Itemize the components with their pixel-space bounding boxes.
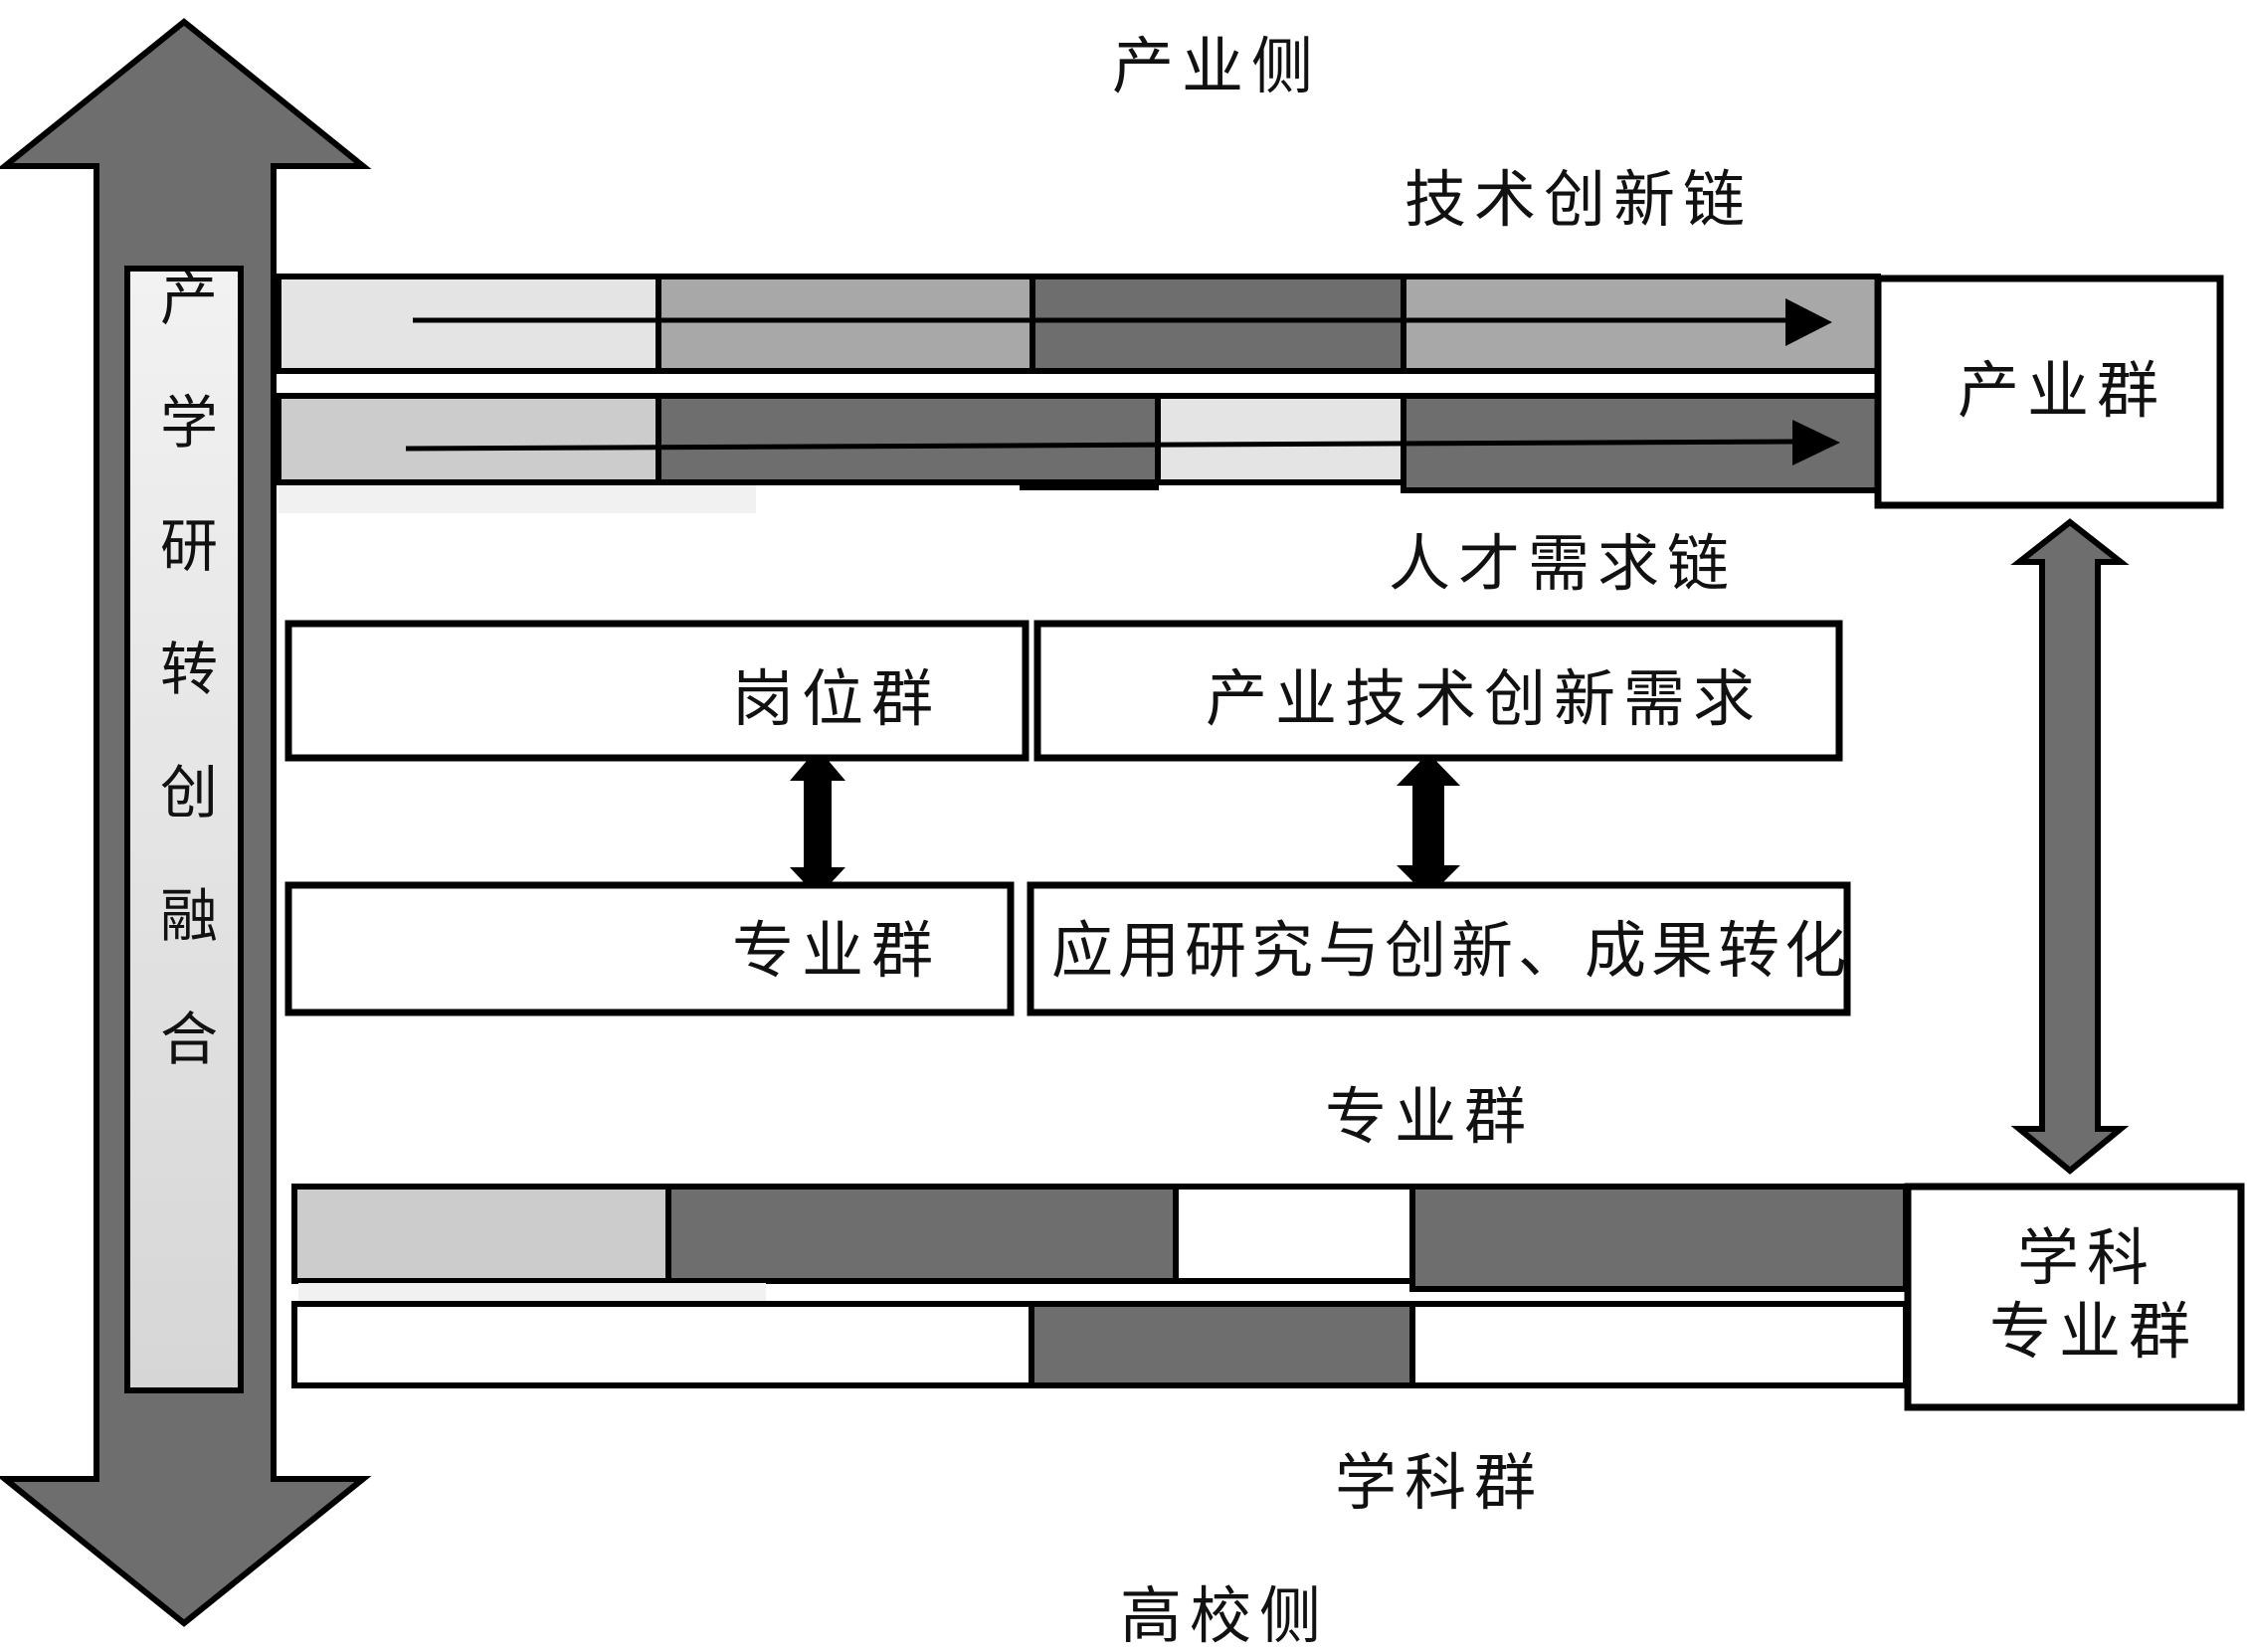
specialty-cluster-label: 专业群 bbox=[732, 914, 942, 987]
tech-chain-row1-seg3 bbox=[1030, 274, 1406, 374]
tech-demand-box bbox=[1033, 620, 1843, 762]
job-specialty-double-arrow bbox=[790, 748, 845, 897]
tech-chain-row1-seg1 bbox=[276, 274, 661, 374]
talent-chain-row2-seg1 bbox=[276, 393, 661, 485]
discipline-band-seg1 bbox=[291, 1301, 1034, 1388]
talent-chain-arrowhead bbox=[1792, 420, 1840, 465]
discipline-cluster-box bbox=[1904, 1183, 2245, 1411]
industry-side-label: 产业侧 bbox=[1112, 30, 1322, 102]
specialty-band-seg4 bbox=[1409, 1184, 1909, 1292]
specialty-band-seg1 bbox=[291, 1184, 671, 1284]
tech-chain-row1-seg2 bbox=[655, 274, 1035, 374]
job-cluster-label: 岗位群 bbox=[732, 662, 942, 735]
discipline-cluster-line2: 专业群 bbox=[1989, 1295, 2199, 1368]
talent-demand-chain-title: 人才需求链 bbox=[1389, 527, 1738, 600]
specialty-band-seg3 bbox=[1173, 1184, 1415, 1284]
right-double-arrow bbox=[2010, 518, 2130, 1175]
industry-cluster-label: 产业群 bbox=[1958, 354, 2167, 427]
tech-chain-arrowhead bbox=[1785, 298, 1832, 346]
industry-cluster-box bbox=[1874, 275, 2224, 509]
discipline-cluster-line1: 学科 bbox=[2017, 1221, 2157, 1294]
vertical-label-bar bbox=[124, 266, 244, 1393]
university-side-label: 高校侧 bbox=[1120, 1579, 1330, 1652]
talent-chain-row2-seg2 bbox=[655, 393, 1161, 485]
job-cluster-box bbox=[284, 620, 1030, 762]
vertical-label-text: 产学研转创融合 bbox=[150, 269, 218, 1132]
vertical-label: 产学研转创融合 bbox=[127, 269, 241, 1382]
discipline-band-seg3 bbox=[1409, 1301, 1909, 1388]
specialty-band-title: 专业群 bbox=[1325, 1080, 1535, 1153]
applied-research-label: 应用研究与创新、成果转化 bbox=[1051, 914, 1852, 987]
specialty-band-seg2 bbox=[665, 1184, 1179, 1284]
tech-innovation-chain-title: 技术创新链 bbox=[1404, 163, 1754, 236]
discipline-band-title: 学科群 bbox=[1335, 1446, 1545, 1519]
demand-research-double-arrow bbox=[1397, 753, 1460, 897]
applied-research-box bbox=[1027, 881, 1851, 1016]
discipline-band-seg2 bbox=[1029, 1301, 1415, 1388]
tech-demand-label: 产业技术创新需求 bbox=[1206, 662, 1764, 735]
talent-chain-row2-seg3 bbox=[1155, 393, 1406, 485]
specialty-cluster-box bbox=[284, 881, 1015, 1016]
